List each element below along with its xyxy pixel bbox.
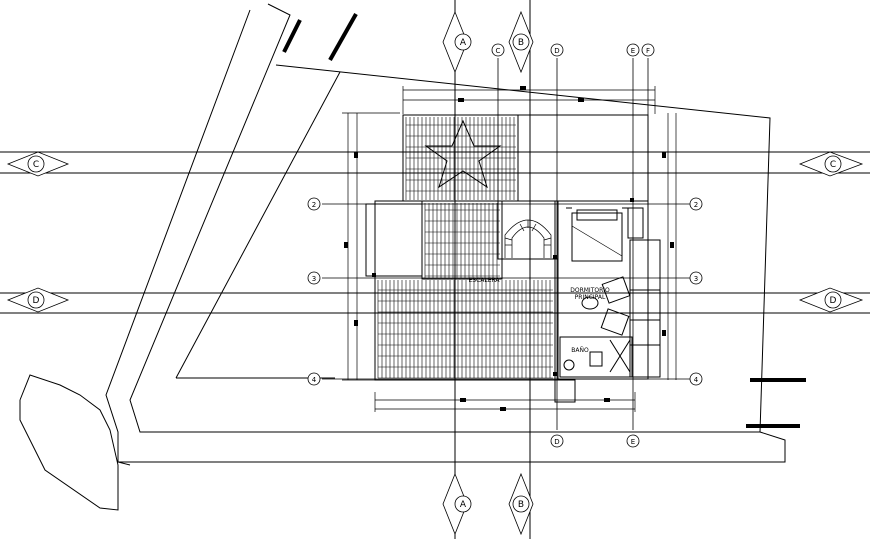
section-marker-C-left (6, 151, 70, 177)
grid-bubbles (307, 43, 703, 448)
grid-label-4-right: 4 (694, 376, 699, 384)
section-label-D-right: D (830, 296, 837, 306)
section-label-C-right: C (830, 160, 836, 170)
armchairs (581, 276, 631, 336)
grid-bubble-E-bottom (626, 434, 640, 448)
roof-hatch-lines (377, 117, 553, 379)
bath-fixtures (563, 339, 631, 373)
section-label-A-bottom: A (460, 500, 467, 510)
grid-label-D-bottom: D (554, 438, 559, 446)
grid-label-3-left: 3 (312, 275, 316, 283)
grid-label-D-top: D (554, 47, 559, 55)
closet-hatch (627, 207, 644, 239)
site-road-outline (19, 3, 786, 511)
rooms-outline (365, 114, 661, 403)
section-label-A-top: A (460, 38, 467, 48)
grid-bubble-3-left (307, 271, 321, 285)
section-marker-B-bottom (508, 472, 534, 536)
section-marker-D-right (798, 287, 864, 313)
section-label-B-top: B (518, 38, 524, 48)
grid-label-2-left: 2 (312, 201, 316, 209)
grid-bubble-C-top (491, 43, 505, 57)
labels: A B A B C C D D C D E F D E 2 3 4 2 3 4 … (33, 38, 837, 510)
grid-bubble-F-top (641, 43, 655, 57)
grid-bubble-4-right (689, 372, 703, 386)
section-marker-C-right (798, 151, 864, 177)
section-label-C-left: C (33, 160, 39, 170)
grid-label-3-right: 3 (694, 275, 698, 283)
grid-label-F: F (646, 47, 650, 55)
grid-bubble-4-left (307, 372, 321, 386)
grid-label-E-top: E (631, 47, 635, 55)
bed (566, 207, 628, 262)
grid-bubble-D-bottom (550, 434, 564, 448)
boundary-ticks (282, 13, 806, 428)
section-marker-D-left (6, 287, 70, 313)
section-label-D-left: D (33, 296, 40, 306)
stair (504, 219, 552, 258)
grid-bubble-D-top (550, 43, 564, 57)
room-label-bath: BAÑO (571, 347, 589, 354)
grid-bubble-E-top (626, 43, 640, 57)
section-marker-A-top (442, 10, 472, 74)
grid-label-2-right: 2 (694, 201, 698, 209)
section-marker-B-top (508, 10, 534, 74)
grid-label-4-left: 4 (312, 376, 317, 384)
dimension-lines (342, 86, 677, 412)
grid-label-E-bottom: E (631, 438, 635, 446)
star-ornament (424, 119, 502, 189)
grid-bubble-3-right (689, 271, 703, 285)
section-marker-A-bottom (442, 472, 472, 536)
columns (344, 86, 674, 411)
room-label-bedroom: DORMITORIO (570, 287, 610, 294)
room-label-stair: ESCALERA (468, 277, 500, 284)
section-markers (6, 10, 864, 536)
grid-bubble-2-left (307, 197, 321, 211)
room-label-bedroom-line2: PRINCIPAL (575, 294, 606, 301)
grid-bubble-2-right (689, 197, 703, 211)
section-label-B-bottom: B (518, 500, 524, 510)
grid-label-C: C (496, 47, 501, 55)
